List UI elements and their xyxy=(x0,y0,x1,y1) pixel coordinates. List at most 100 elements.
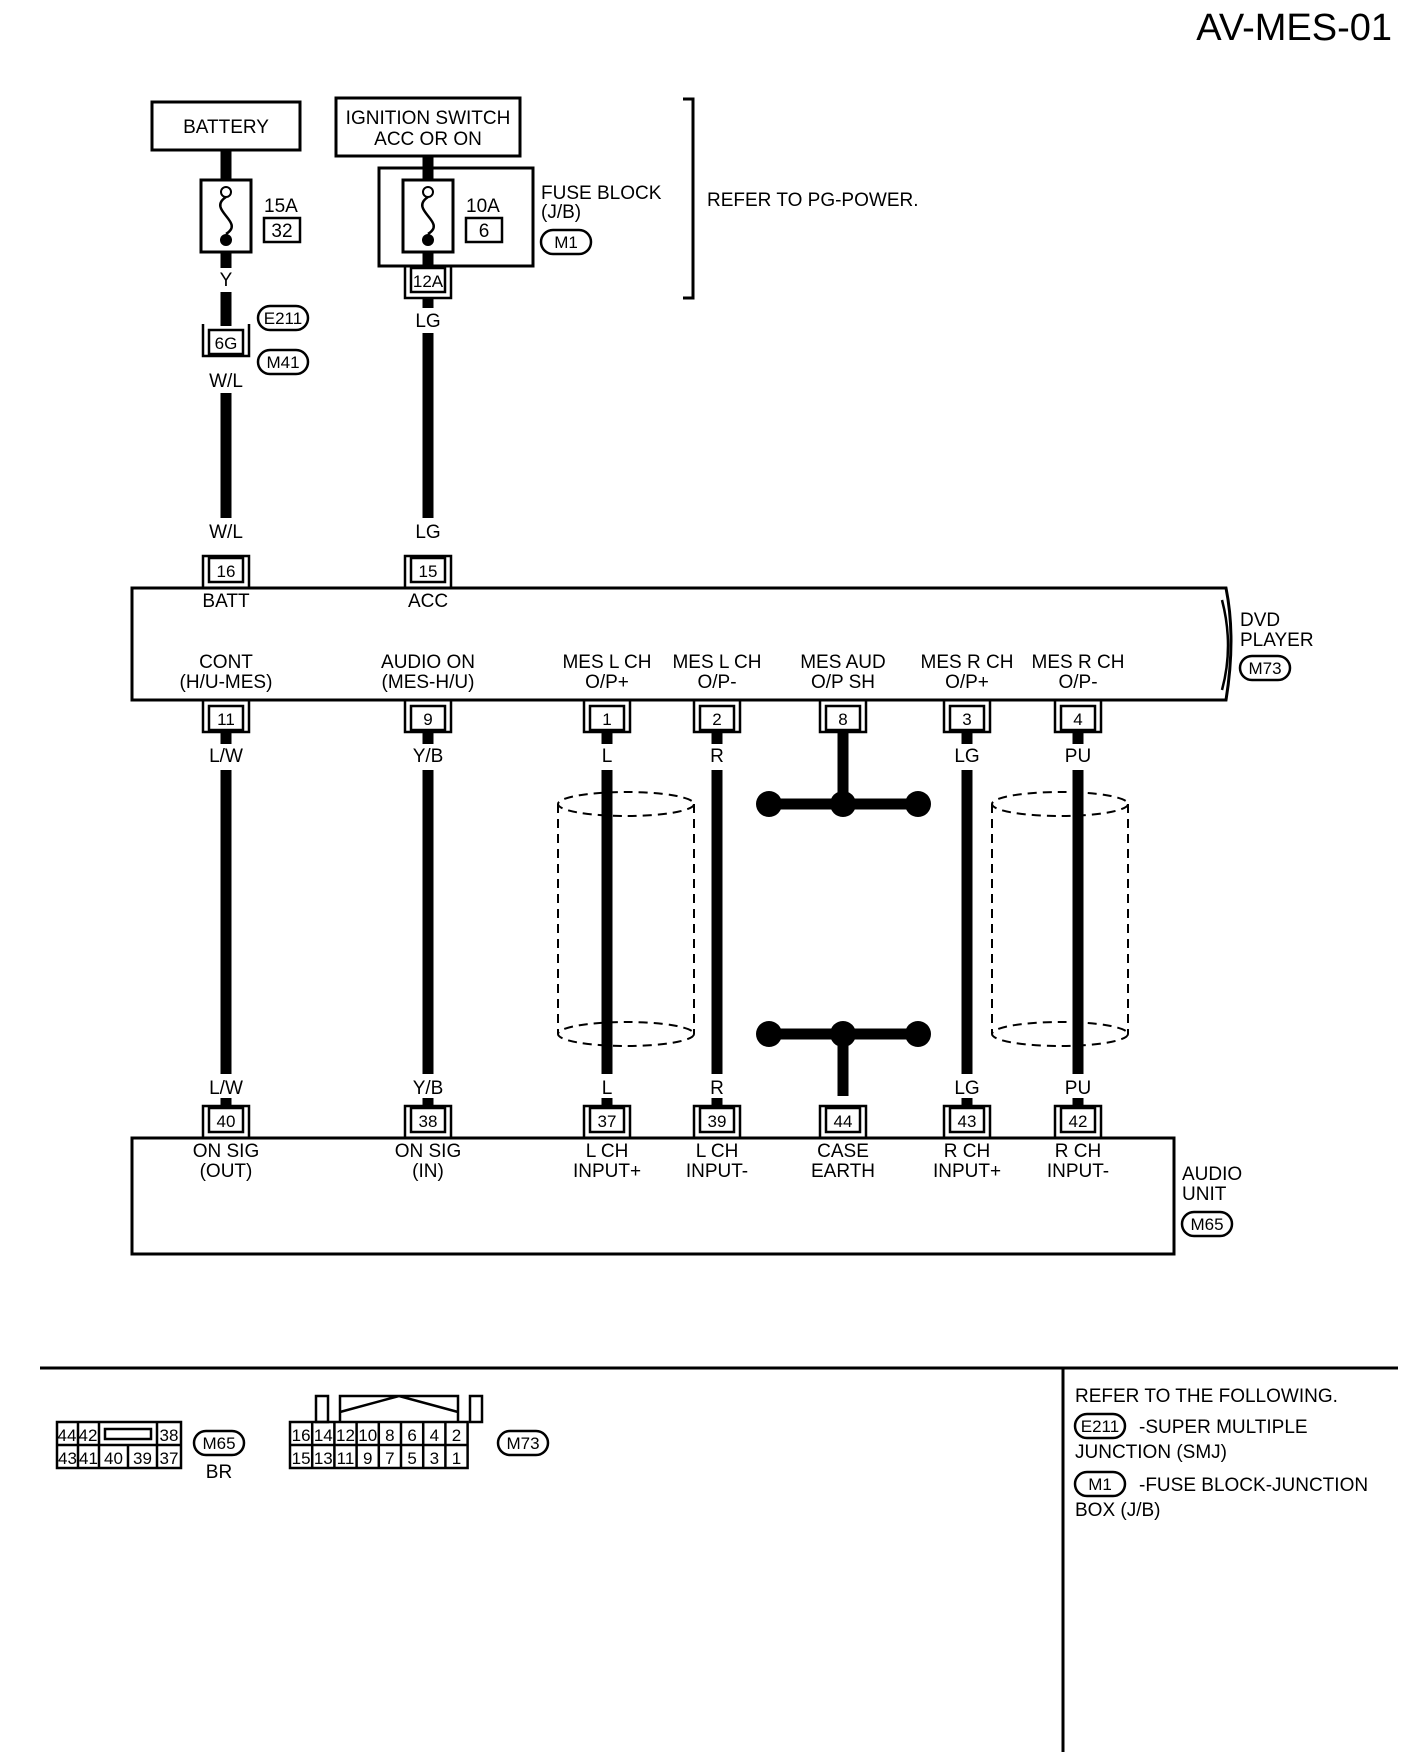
legend-item-text: BOX (J/B) xyxy=(1075,1500,1161,1521)
dvd-top-pin-name: ACC xyxy=(408,591,448,612)
ignition-terminal-box xyxy=(409,266,447,294)
junction-terminal-box xyxy=(207,328,245,356)
audio-pin-number: 38 xyxy=(419,1112,438,1131)
dvd-pin-number: 9 xyxy=(423,710,432,729)
dvd-pin-number: 11 xyxy=(217,710,235,729)
audio-pin-number: 37 xyxy=(598,1112,617,1131)
legend-item-code: E211 xyxy=(1081,1417,1119,1436)
connector-e211-badge xyxy=(256,304,310,332)
dvd-pin-number: 2 xyxy=(712,710,721,729)
legend-item-code: M1 xyxy=(1088,1475,1112,1494)
audio-pin-name: INPUT- xyxy=(686,1161,748,1182)
dvd-top-pin-name: BATT xyxy=(202,591,250,612)
m73-pin-label: 10 xyxy=(358,1426,377,1445)
dvd-pin-wire-color: LG xyxy=(954,746,979,767)
fuse-block-label-line1: FUSE BLOCK xyxy=(541,183,662,204)
ignition-label-line2: ACC OR ON xyxy=(374,129,482,150)
battery-fuse-number: 32 xyxy=(271,221,292,242)
dvd-pin-name: (H/U-MES) xyxy=(180,672,273,693)
dvd-pin-name: O/P+ xyxy=(585,672,629,693)
audio-pin-number: 40 xyxy=(217,1112,236,1131)
dvd-pin-name: O/P SH xyxy=(811,672,875,693)
audio-pin-number: 39 xyxy=(708,1112,727,1131)
audio-pin-number: 44 xyxy=(834,1112,853,1131)
m73-id: M73 xyxy=(506,1434,539,1453)
m65-pin-label: 43 xyxy=(58,1449,77,1468)
m65-pin-label: 42 xyxy=(79,1426,98,1445)
m65-pin-label: 41 xyxy=(79,1449,98,1468)
connector-m41: M41 xyxy=(266,353,299,372)
m73-pin-label: 16 xyxy=(292,1426,311,1445)
audio-pin-name: L CH xyxy=(696,1141,739,1162)
audio-pin-number: 42 xyxy=(1069,1112,1088,1131)
m73-pin-label: 12 xyxy=(336,1426,355,1445)
dvd-pin-name: AUDIO ON xyxy=(381,652,475,673)
audio-pin-number: 43 xyxy=(958,1112,977,1131)
dvd-pin-number: 3 xyxy=(962,710,971,729)
junction-terminal: 6G xyxy=(215,334,238,353)
m65-color: BR xyxy=(206,1462,232,1483)
connector-m65-badge xyxy=(1180,1210,1234,1238)
dvd-pin-name: O/P+ xyxy=(945,672,989,693)
m73-pin-label: 9 xyxy=(363,1449,372,1468)
dvd-pin-number: 4 xyxy=(1073,710,1082,729)
dvd-player-name-line1: DVD xyxy=(1240,610,1280,631)
legend: REFER TO THE FOLLOWING. E211 -SUPER MULT… xyxy=(1073,1386,1368,1521)
refer-bracket xyxy=(683,97,695,300)
legend-item-text: -SUPER MULTIPLE xyxy=(1139,1417,1308,1438)
audio-unit-name-line2: UNIT xyxy=(1182,1184,1227,1205)
m73-pin-label: 13 xyxy=(314,1449,333,1468)
connector-m41-badge xyxy=(256,348,310,376)
m65-pin-label: 44 xyxy=(58,1426,77,1445)
audio-pin-wire-color: L xyxy=(602,1078,613,1099)
dvd-top-wire-color: LG xyxy=(415,522,440,543)
audio-pin-name: INPUT+ xyxy=(573,1161,641,1182)
m73-pin-label: 11 xyxy=(337,1449,355,1468)
connector-m1: M1 xyxy=(554,233,578,252)
page-title: AV-MES-01 xyxy=(1196,7,1392,49)
dvd-player-box xyxy=(130,586,1233,702)
m73-pin-label: 3 xyxy=(430,1449,439,1468)
audio-pin-name: CASE xyxy=(817,1141,869,1162)
dvd-top-wire-color: W/L xyxy=(209,522,243,543)
dvd-top-pin-number: 16 xyxy=(217,562,236,581)
audio-pin-wire-color: PU xyxy=(1065,1078,1091,1099)
audio-pin-name: (IN) xyxy=(412,1161,444,1182)
m73-pin-label: 2 xyxy=(452,1426,461,1445)
dvd-pin-name: O/P- xyxy=(1058,672,1097,693)
audio-pin-name: L CH xyxy=(586,1141,629,1162)
ignition-wire-color: LG xyxy=(415,311,440,332)
dvd-pin-name: MES L CH xyxy=(562,652,651,673)
main-wires xyxy=(220,732,1084,1106)
fuse-block-label-line2: (J/B) xyxy=(541,202,581,223)
audio-pin-name: INPUT+ xyxy=(933,1161,1001,1182)
m73-pin-label: 4 xyxy=(430,1426,439,1445)
audio-unit-name-line1: AUDIO xyxy=(1182,1164,1242,1185)
m73-pin-label: 1 xyxy=(452,1449,461,1468)
ignition-circuit: IGNITION SWITCH ACC OR ON 10A 6 FUSE BLO… xyxy=(334,96,662,518)
ignition-fuse-number: 6 xyxy=(479,221,490,242)
dvd-pin-wire-color: L xyxy=(602,746,613,767)
m73-pin-label: 14 xyxy=(314,1426,333,1445)
audio-unit-connector: M65 xyxy=(1190,1215,1223,1234)
audio-pin-wire-color: L/W xyxy=(209,1078,243,1099)
dvd-pin-wire-color: R xyxy=(710,746,724,767)
dvd-pin-name: (MES-H/U) xyxy=(382,672,475,693)
dvd-pin-number: 8 xyxy=(838,710,847,729)
legend-item-text: -FUSE BLOCK-JUNCTION xyxy=(1139,1475,1368,1496)
dvd-top-pin-number: 15 xyxy=(419,562,438,581)
legend-item-text: JUNCTION (SMJ) xyxy=(1075,1442,1227,1463)
connector-e211: E211 xyxy=(264,309,302,328)
dvd-player-connector: M73 xyxy=(1248,659,1281,678)
refer-note: REFER TO PG-POWER. xyxy=(707,190,919,211)
connector-m1-badge xyxy=(539,228,593,256)
fuse-block-box xyxy=(377,166,535,268)
dvd-player-name-line2: PLAYER xyxy=(1240,630,1314,651)
ignition-fuse-amp: 10A xyxy=(466,196,500,217)
dvd-pin-name: MES R CH xyxy=(1032,652,1125,673)
battery-fuse-amp: 15A xyxy=(264,196,298,217)
m73-pin-label: 8 xyxy=(385,1426,394,1445)
